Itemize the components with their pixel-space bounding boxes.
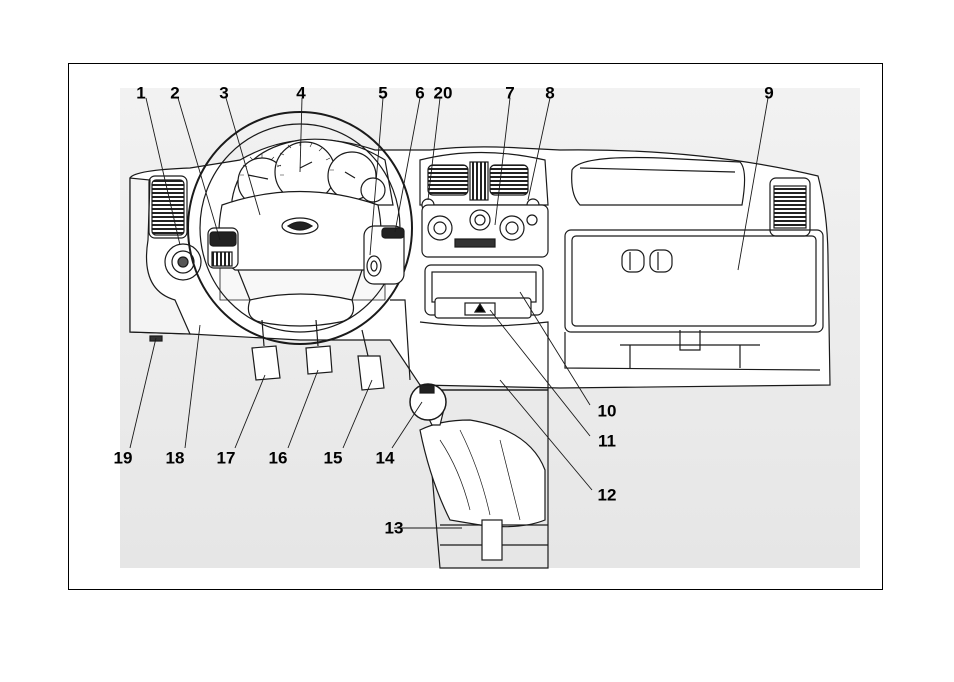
callout-8: 8	[545, 85, 554, 102]
callout-19: 19	[114, 450, 133, 467]
callout-10: 10	[598, 403, 617, 420]
callout-7: 7	[505, 85, 514, 102]
callout-18: 18	[166, 450, 185, 467]
callout-6: 6	[415, 85, 424, 102]
callout-15: 15	[324, 450, 343, 467]
callout-5: 5	[378, 85, 387, 102]
glove-box	[565, 230, 823, 332]
pedal-brake	[306, 346, 332, 374]
callout-16: 16	[269, 450, 288, 467]
callout-3: 3	[219, 85, 228, 102]
steering-hub-airbag	[219, 192, 381, 271]
callout-13: 13	[385, 520, 404, 537]
callout-12: 12	[598, 487, 617, 504]
callout-1: 1	[136, 85, 145, 102]
pedal-accelerator	[358, 356, 384, 390]
callout-11: 11	[598, 433, 616, 450]
callout-14: 14	[376, 450, 395, 467]
callout-17: 17	[217, 450, 236, 467]
callout-20: 20	[434, 85, 453, 102]
callout-9: 9	[764, 85, 773, 102]
pedal-clutch	[252, 346, 280, 380]
callout-2: 2	[170, 85, 179, 102]
callout-4: 4	[296, 85, 305, 102]
